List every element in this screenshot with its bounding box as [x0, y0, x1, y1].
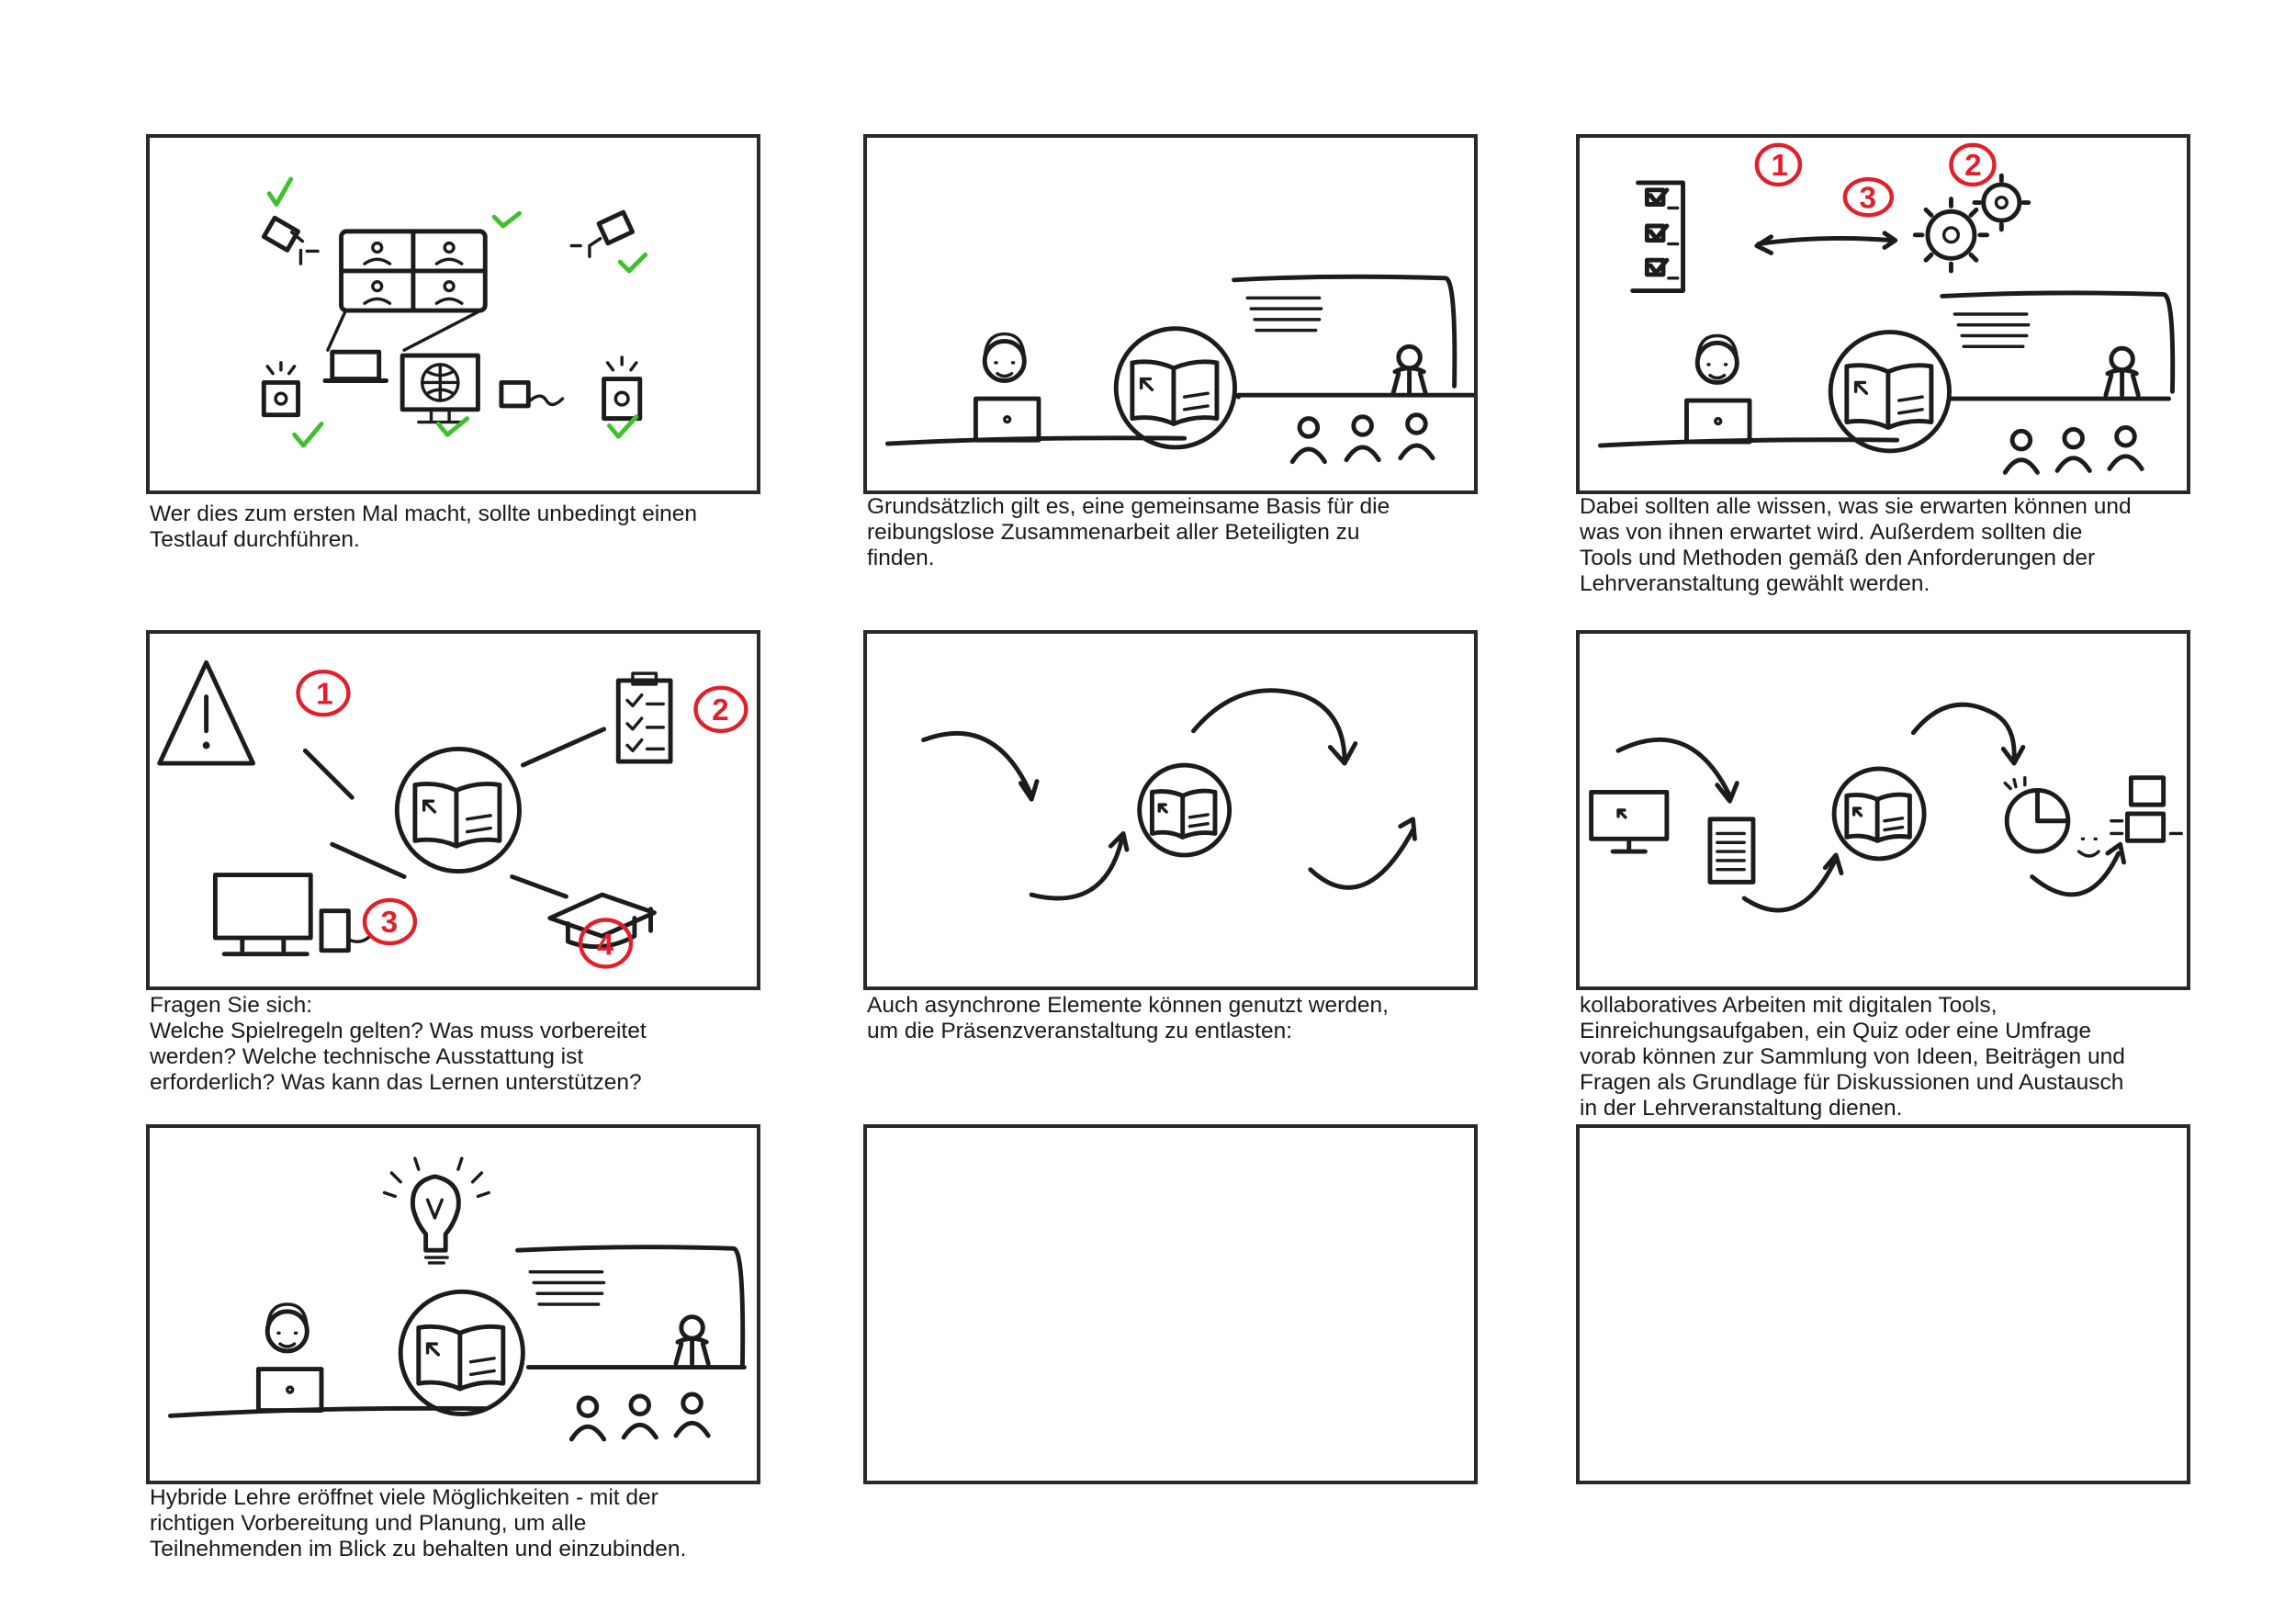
panel-caption: kollaboratives Arbeiten mit digitalen To… [1580, 993, 2125, 1121]
questions-sketch: 1 2 3 4 [157, 659, 748, 969]
marker-1: 1 [1754, 142, 1803, 187]
checklist-icon [1630, 180, 1685, 293]
presenter-icon [1390, 344, 1428, 396]
laptop-icon [322, 349, 388, 383]
teacher-icon [1694, 333, 1739, 385]
check-icon [607, 414, 639, 439]
audience-icon [1289, 412, 1435, 465]
laptop-icon [255, 1367, 324, 1414]
gears-icon [1912, 173, 2032, 274]
book-icon [1113, 326, 1237, 450]
panel-caption: Wer dies zum ersten Mal macht, sollte un… [150, 502, 698, 552]
document-icon [1707, 817, 1756, 885]
monitor-globe-icon [400, 353, 480, 424]
pie-chart-icon [2003, 776, 2071, 854]
arrow-icon [921, 730, 1040, 802]
tablet-icon [319, 908, 372, 953]
microphone-icon [499, 380, 565, 409]
arrow-icon [1029, 831, 1130, 901]
warning-icon [157, 659, 255, 766]
common-basis-sketch [884, 274, 1474, 465]
speaker-icon [261, 361, 300, 418]
speed-lines [1953, 312, 2031, 348]
presenter-icon [2103, 345, 2141, 398]
audience-icon [568, 1392, 711, 1442]
panel-caption: Auch asynchrone Elemente können genutzt … [867, 993, 1389, 1043]
panel-caption: Dabei sollten alle wissen, was sie erwar… [1580, 494, 2132, 596]
audience-icon [2002, 424, 2144, 475]
panel-caption: Hybride Lehre eröffnet viele Möglichkeit… [150, 1485, 687, 1561]
storyboard-panel-5 [863, 630, 1478, 990]
speed-lines [1245, 296, 1323, 332]
graduation-cap-icon [547, 892, 657, 950]
book-icon [1831, 766, 1927, 862]
svg-text:3: 3 [381, 906, 399, 940]
storyboard-panel-8 [863, 1124, 1478, 1484]
marker-4: 4 [578, 918, 634, 969]
panel-caption: Fragen Sie sich: Welche Spielregeln gelt… [150, 993, 647, 1095]
hybrid-teaching-sketch [167, 1156, 747, 1442]
arrow-icon [1308, 817, 1417, 890]
arrow-icon [2030, 841, 2126, 897]
storyboard-panel-9 [1576, 1124, 2190, 1484]
collaborative-tools-sketch [1589, 702, 2183, 913]
storyboard-panel-7 [146, 1124, 760, 1484]
storyboard-panel-2 [863, 134, 1478, 494]
marker-2: 2 [693, 685, 748, 733]
storyboard-panel-3: 1 2 3 [1576, 134, 2190, 494]
camera-icon [569, 209, 636, 259]
test-run-setup-sketch [261, 176, 648, 448]
marker-2: 2 [1949, 142, 1997, 187]
arrow-icon [1191, 688, 1358, 766]
arrow-icon [1910, 702, 2026, 766]
screen-frame [1232, 274, 1458, 389]
check-icon [292, 422, 324, 448]
smiley-icon [2077, 837, 2100, 858]
asynchronous-elements-sketch [921, 688, 1417, 901]
svg-text:2: 2 [712, 693, 729, 727]
book-icon [394, 746, 522, 874]
teacher-icon [264, 1302, 310, 1354]
book-icon [1828, 330, 1952, 454]
arrow-icon [1741, 852, 1844, 913]
quiz-cards-icon [2110, 775, 2183, 843]
speaker-icon [602, 355, 643, 422]
lightbulb-icon [382, 1156, 490, 1265]
book-icon [398, 1289, 525, 1416]
camera-icon [261, 215, 320, 265]
connector-lines [302, 727, 607, 899]
marker-3: 3 [362, 897, 418, 946]
video-conference-screen-icon [326, 229, 488, 352]
laptop-icon [1684, 398, 1752, 445]
svg-text:2: 2 [1964, 149, 1982, 183]
book-icon [1137, 762, 1232, 858]
laptop-icon [973, 396, 1041, 443]
svg-text:3: 3 [1860, 181, 1877, 215]
screen-frame [1940, 290, 2176, 394]
svg-text:1: 1 [1772, 149, 1789, 183]
monitor-icon [1589, 789, 1670, 854]
check-icon [491, 210, 522, 229]
teacher-icon [982, 332, 1027, 383]
double-arrow-icon [1754, 231, 1898, 255]
marker-3: 3 [1842, 176, 1895, 218]
arrow-icon [1615, 737, 1739, 804]
monitor-icon [212, 873, 313, 957]
checklist-icon [615, 671, 673, 764]
svg-text:1: 1 [316, 677, 333, 711]
check-icon [435, 416, 470, 437]
svg-text:4: 4 [597, 929, 614, 963]
expectations-sketch: 1 2 3 [1597, 142, 2176, 475]
screen-frame [515, 1245, 746, 1369]
marker-1: 1 [296, 669, 351, 717]
presenter-icon [673, 1314, 711, 1367]
storyboard-panel-6 [1576, 630, 2190, 990]
storyboard-panel-4: 1 2 3 4 [146, 630, 760, 990]
check-icon [266, 176, 294, 207]
speed-lines [528, 1270, 606, 1306]
panel-caption: Grundsätzlich gilt es, eine gemeinsame B… [867, 494, 1390, 570]
storyboard-panel-1 [146, 134, 760, 494]
projection-line [1236, 392, 1474, 400]
check-icon [617, 252, 648, 274]
